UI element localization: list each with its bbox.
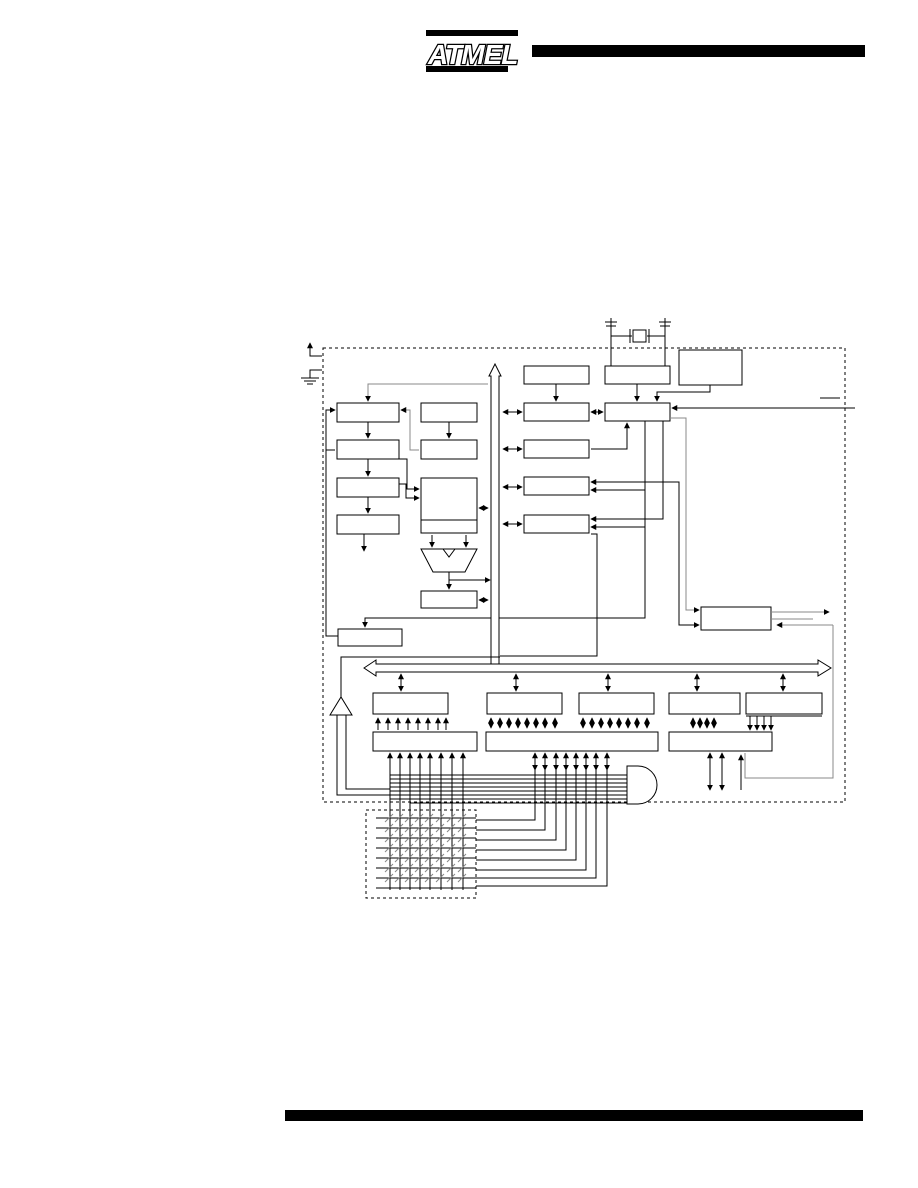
register-file-block: [420, 477, 478, 521]
keypad-matrix-boundary: [365, 809, 477, 899]
port-d-data-register-block: [578, 692, 655, 715]
spi-block: [745, 692, 823, 715]
port-b-drivers-block: [372, 731, 478, 752]
timer-counter0-block: [523, 476, 590, 496]
right-port-pins: [707, 752, 744, 791]
port-cd-internal-lines: [488, 717, 650, 729]
port-b-pin-lines: [387, 752, 466, 890]
uart-spi-internal-lines: [690, 715, 822, 731]
mcu-status-register-block: [523, 439, 590, 459]
program-counter-block: [336, 402, 400, 423]
port-c-data-register-block: [486, 692, 563, 715]
analog-comparator-block: [700, 606, 772, 631]
oscillator-block: [604, 365, 671, 385]
matrix-row-lines: [476, 770, 608, 887]
status-register-block: [420, 590, 478, 609]
alu-block: [420, 548, 478, 573]
vertical-data-bus: [488, 362, 502, 665]
uart-block: [668, 692, 741, 715]
interrupt-buffer: [329, 696, 353, 716]
horizontal-data-bus: [363, 659, 832, 677]
timer-counter1-block: [523, 514, 590, 534]
mcu-control-register-block: [523, 402, 590, 422]
instruction-register-block: [336, 477, 400, 498]
flash-program-memory-block: [336, 439, 400, 460]
port-cd-pin-lines: [532, 752, 610, 771]
header-rule: [532, 45, 865, 57]
control-lines-block: [337, 628, 403, 647]
footer-rule: [285, 1110, 863, 1121]
port-drivers-right-block: [668, 731, 773, 752]
watchdog-timer-block: [523, 365, 590, 385]
port-b-data-register-block: [372, 692, 449, 715]
power-on-reset-block: [678, 349, 743, 386]
port-cd-drivers-block: [485, 731, 659, 752]
chip-boundary: [322, 347, 846, 803]
keypad-matrix: [376, 813, 476, 889]
timing-and-control-block: [604, 402, 671, 422]
crystal-oscillator: [605, 318, 671, 366]
instruction-decoder-block: [336, 514, 400, 535]
vcc-pin: [307, 342, 322, 357]
port-b-internal-lines: [375, 717, 449, 730]
logo-wordmark: ATMEL: [427, 39, 517, 70]
ground-pin: [301, 369, 322, 385]
atmel-logo: ATMEL: [426, 30, 520, 72]
gate-input-lines: [390, 774, 627, 804]
sram-block: [420, 439, 478, 460]
wake-up-and-gate: [626, 765, 658, 805]
stack-pointer-block: [420, 402, 478, 423]
